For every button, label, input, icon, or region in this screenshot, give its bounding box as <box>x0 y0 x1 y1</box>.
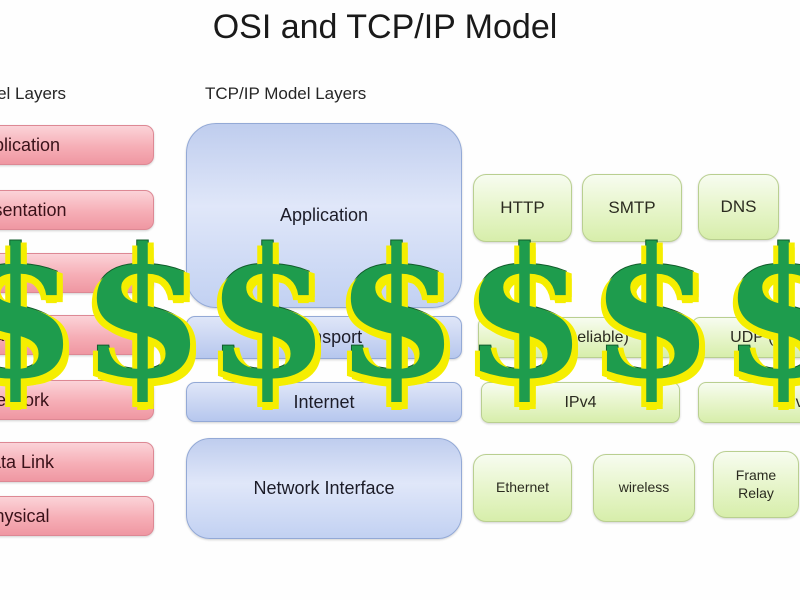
protocol-smtp: SMTP <box>582 174 682 242</box>
protocol-ipv6: IPv6 <box>698 382 800 423</box>
dollar-watermark-icon-1: $ <box>0 209 79 418</box>
osi-layer-presentation: Presentation <box>0 190 154 230</box>
osi-layer-data-link: Data Link <box>0 442 154 482</box>
dollar-watermark-icon-6: $ <box>589 209 715 418</box>
osi-layer-transport: Transport <box>0 315 154 355</box>
protocol-ethernet: Ethernet <box>473 454 572 522</box>
protocol-dns: DNS <box>698 174 779 240</box>
protocol-http: HTTP <box>473 174 572 242</box>
dollar-watermark-icon-3: $ <box>205 209 331 418</box>
dollar-watermark-icon-2: $ <box>80 209 206 418</box>
protocol-ipv4: IPv4 <box>481 382 680 423</box>
tcpip-layer-transport: Transport <box>186 316 462 359</box>
osi-layer-session: Session <box>0 253 154 293</box>
osi-column-heading: OSI Model Layers <box>0 84 67 103</box>
osi-layer-application: Application <box>0 125 154 165</box>
tcpip-layer-application: Application <box>186 123 462 308</box>
dollar-watermark-icon-7: $ <box>721 209 800 418</box>
dollar-watermark-icon-5: $ <box>462 209 588 418</box>
protocol-tcp: TCP (Reliable) <box>478 317 675 358</box>
page-title: OSI and TCP/IP Model <box>212 8 558 46</box>
protocol-udp: UDP (Unreliable) <box>692 317 800 358</box>
tcpip-layer-network-interface: Network Interface <box>186 438 462 539</box>
tcpip-column-heading: TCP/IP Model Layers <box>205 84 367 103</box>
tcpip-layer-internet: Internet <box>186 382 462 422</box>
osi-layer-physical: Physical <box>0 496 154 536</box>
osi-layer-network: Network <box>0 380 154 420</box>
dollar-watermark-icon-4: $ <box>334 209 460 418</box>
protocol-frame-relay: Frame Relay <box>713 451 799 518</box>
protocol-wireless: wireless <box>593 454 695 522</box>
